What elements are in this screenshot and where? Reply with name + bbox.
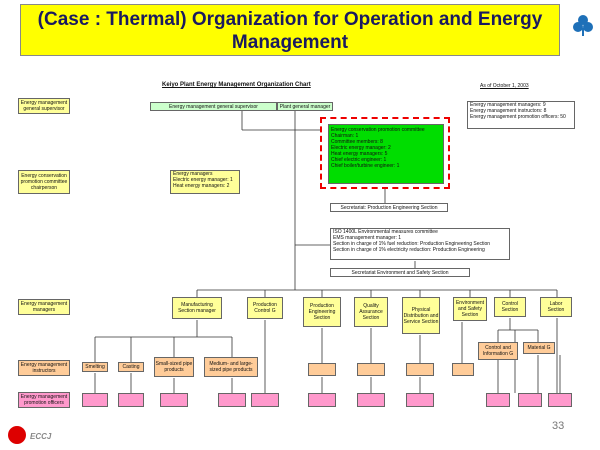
counts-box: Energy management managers: 9 Energy man… — [467, 101, 575, 129]
count-instructors: Energy management instructors: 8 — [470, 108, 547, 114]
section-manufacturing: Manufacturing Section manager — [172, 297, 222, 319]
page-number: 33 — [552, 420, 565, 432]
section-labor: Labor Section — [540, 297, 572, 317]
section-quality-assurance: Quality Assurance Section — [354, 297, 388, 327]
sub-control-information: Control and Information G — [478, 342, 518, 360]
secretariat-production-box: Secretariat: Production Engineering Sect… — [330, 203, 448, 212]
committee-highlight — [320, 117, 450, 189]
energy-managers-title: Energy managers — [173, 171, 213, 177]
officer-box — [160, 393, 188, 407]
label-committee-chairperson: Energy conservation promotion committee … — [18, 170, 70, 194]
iso-line: Section in charge of 1% fuel reduction: … — [333, 241, 491, 247]
count-managers: Energy management managers: 9 — [470, 102, 546, 108]
sub-medium-large-pipe: Medium- and large-sized pipe products — [204, 357, 258, 377]
section-production-engineering: Production Engineering Section — [303, 297, 341, 327]
officer-box — [518, 393, 542, 407]
committee-line: Energy conservation promotion committee — [331, 127, 425, 133]
section-physical-distribution: Physical Distribution and Service Sectio… — [402, 297, 440, 334]
as-of-date: As of October 1, 2003 — [480, 83, 529, 89]
label-instructors: Energy management instructors — [18, 360, 70, 376]
slide-title: (Case : Thermal) Organization for Operat… — [20, 4, 560, 56]
count-promotion-officers: Energy management promotion officers: 50 — [470, 114, 566, 120]
committee-line: Electric energy manager: 2 — [331, 145, 391, 151]
chart-title: Keiyo Plant Energy Management Organizati… — [162, 82, 311, 88]
officer-box — [406, 393, 434, 407]
section-production-control: Production Control G — [247, 297, 283, 319]
committee-line: Chief electric engineer: 1 — [331, 157, 387, 163]
instructor-box — [308, 363, 336, 376]
officer-box — [218, 393, 246, 407]
footer-logo-text: ECCJ — [30, 432, 52, 441]
instructor-box — [452, 363, 474, 376]
officer-box — [308, 393, 336, 407]
iso-committee-box: ISO 1400L Environmental measures committ… — [330, 228, 510, 260]
officer-box — [82, 393, 108, 407]
iso-line: Section in charge of 1% electricity redu… — [333, 247, 485, 253]
label-promotion-officers: Energy management promotion officers — [18, 392, 70, 408]
iso-line: EMS management manager: 1 — [333, 235, 402, 241]
section-environment-safety: Environment and Safety Section — [453, 297, 487, 321]
plant-manager-box: Plant general manager — [277, 102, 333, 111]
committee-line: Heat energy managers: 5 — [331, 151, 388, 157]
section-control: Control Section — [494, 297, 526, 317]
sub-small-pipe: Small-sized pipe products — [154, 357, 194, 377]
energy-managers-box: Energy managers Electric energy manager:… — [170, 170, 240, 194]
committee-line: Chairman: 1 — [331, 133, 359, 139]
clover-logo-icon — [573, 15, 593, 36]
sub-casting: Casting — [118, 362, 144, 372]
general-supervisor-box: Energy management general supervisor — [150, 102, 277, 111]
officer-box — [357, 393, 385, 407]
sub-material: Material G — [523, 342, 555, 354]
label-general-supervisor: Energy management general supervisor — [18, 98, 70, 114]
committee-line: Committee members: 8 — [331, 139, 383, 145]
label-managers: Energy management managers — [18, 299, 70, 315]
committee-box: Energy conservation promotion committee … — [328, 124, 444, 184]
sub-smelting: Smelting — [82, 362, 108, 372]
officer-box — [118, 393, 144, 407]
eccj-logo-icon — [8, 426, 26, 444]
instructor-box — [406, 363, 434, 376]
electric-energy-manager: Electric energy manager: 1 — [173, 177, 233, 183]
iso-line: ISO 1400L Environmental measures committ… — [333, 229, 438, 235]
secretariat-env-box: Secretariat Environment and Safety Secti… — [330, 268, 470, 277]
instructor-box — [357, 363, 385, 376]
officer-box — [251, 393, 279, 407]
officer-box — [548, 393, 572, 407]
committee-line: Chief boiler/turbine engineer: 1 — [331, 163, 400, 169]
heat-energy-managers: Heat energy managers: 2 — [173, 183, 230, 189]
officer-box — [486, 393, 510, 407]
